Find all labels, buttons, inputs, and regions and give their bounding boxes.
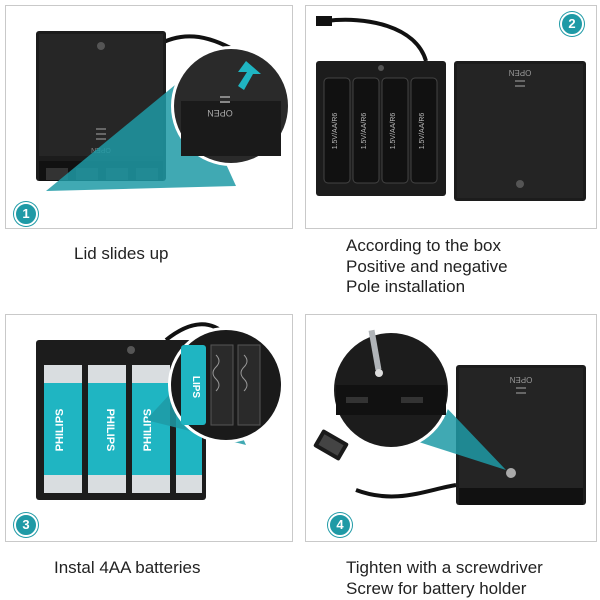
cell-label: 1.5V/AA/R6 xyxy=(332,113,339,150)
step-2-caption-line-2: Positive and negative xyxy=(346,257,508,276)
svg-text:1.5V/AA/R6: 1.5V/AA/R6 xyxy=(419,113,426,150)
step-2-caption-line-1: According to the box xyxy=(346,236,501,255)
svg-text:1.5V/AA/R6: 1.5V/AA/R6 xyxy=(361,113,368,150)
svg-text:PHILIPS: PHILIPS xyxy=(104,409,116,452)
battery-brand-label: PHILIPS xyxy=(54,409,66,452)
step-number-badge: 4 xyxy=(328,513,352,537)
install-batteries-illustration: PHILIPS PHILIPS PHILIPS LIPS xyxy=(36,322,284,500)
screw-lid-illustration: OPEN xyxy=(313,329,586,505)
svg-text:OPEN: OPEN xyxy=(509,375,532,384)
step-number-badge: 1 xyxy=(14,202,38,226)
step-number-badge: 2 xyxy=(560,12,584,36)
svg-text:OPEN: OPEN xyxy=(207,108,233,118)
step-1-caption: Lid slides up xyxy=(74,244,169,263)
step-4-caption-line-2: Screw for battery holder xyxy=(346,579,527,598)
step-4-panel: OPEN 4 xyxy=(305,314,597,542)
open-holder-illustration: 1.5V/AA/R6 1.5V/AA/R6 1.5V/AA/R6 1.5V/AA… xyxy=(316,16,586,201)
step-2-caption-line-3: Pole installation xyxy=(346,277,466,296)
step-1-panel: OPEN OPEN 1 xyxy=(5,5,293,229)
step-3-caption: Instal 4AA batteries xyxy=(54,558,201,577)
step-2-panel: 1.5V/AA/R6 1.5V/AA/R6 1.5V/AA/R6 1.5V/AA… xyxy=(305,5,597,229)
svg-text:LIPS: LIPS xyxy=(190,376,201,399)
svg-text:OPEN: OPEN xyxy=(508,68,531,77)
step-4-caption-line-1: Tighten with a screwdriver xyxy=(346,558,543,577)
svg-text:1.5V/AA/R6: 1.5V/AA/R6 xyxy=(390,113,397,150)
step-number-badge: 3 xyxy=(14,513,38,537)
lid-slide-illustration: OPEN OPEN xyxy=(36,31,291,191)
step-3-panel: PHILIPS PHILIPS PHILIPS LIPS 3 xyxy=(5,314,293,542)
